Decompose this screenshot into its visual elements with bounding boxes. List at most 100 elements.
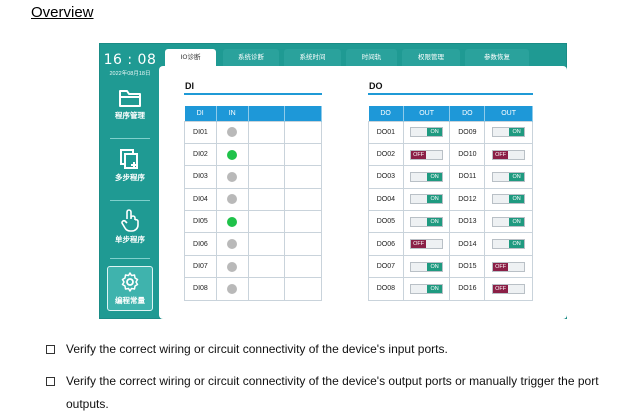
nav-program-management[interactable]: 程序管理 — [100, 88, 160, 121]
output-toggle-switch[interactable]: ON — [410, 127, 444, 138]
di-state-cell — [215, 277, 249, 301]
toggle-state-label: OFF — [493, 150, 509, 159]
nav-programming-constants[interactable]: 编程常量 — [107, 266, 153, 311]
do-port-name: DO05 — [368, 210, 404, 234]
toggle-state-label: ON — [509, 217, 525, 226]
nav-label: 多步程序 — [115, 173, 145, 182]
output-toggle-switch[interactable]: ON — [410, 283, 444, 294]
clock: 16 : 08 — [103, 52, 157, 68]
output-toggle-switch[interactable]: OFF — [410, 149, 444, 160]
do-port-name: DO02 — [368, 142, 404, 167]
nav-single-step[interactable]: 单步程序 — [100, 208, 160, 245]
do-switch-cell: OFF — [402, 232, 451, 256]
tab-parameter-restore[interactable]: 参数恢复 — [465, 49, 529, 66]
do-port-name: DO15 — [449, 254, 486, 279]
do-switch-cell: ON — [402, 165, 451, 189]
do-switch-cell: ON — [402, 210, 451, 234]
toggle-state-label: ON — [509, 195, 525, 204]
do-switch-cell: ON — [484, 232, 533, 256]
output-toggle-switch[interactable]: ON — [410, 261, 444, 272]
do-port-name: DO04 — [368, 187, 404, 212]
empty-cell — [284, 165, 322, 189]
output-toggle-switch[interactable]: ON — [492, 239, 526, 250]
output-toggle-switch[interactable]: ON — [410, 194, 444, 205]
do-col-header: DO — [368, 106, 404, 121]
toggle-state-label: ON — [427, 195, 443, 204]
toggle-state-label: OFF — [493, 262, 509, 271]
nav-label: 编程常量 — [115, 296, 145, 305]
output-toggle-switch[interactable]: OFF — [410, 239, 444, 250]
empty-cell — [247, 254, 286, 279]
tab-system-diagnosis[interactable]: 系统诊断 — [223, 49, 279, 66]
output-toggle-switch[interactable]: ON — [492, 171, 526, 182]
empty-cell — [247, 277, 286, 301]
output-toggle-switch[interactable]: OFF — [492, 283, 526, 294]
toggle-state-label: ON — [427, 262, 443, 271]
empty-cell — [247, 232, 286, 256]
device-screen: 16 : 08 2022年08月18日 程序管理 多步程序 单步程序 — [99, 43, 567, 319]
tab-system-time[interactable]: 系统时间 — [284, 49, 341, 66]
do-switch-cell: OFF — [484, 254, 533, 279]
empty-cell — [284, 277, 322, 301]
empty-cell — [247, 187, 286, 212]
output-toggle-switch[interactable]: ON — [492, 216, 526, 227]
di-port-name: DI07 — [184, 254, 217, 279]
output-toggle-switch[interactable]: ON — [410, 171, 444, 182]
toggle-state-label: ON — [427, 172, 443, 181]
status-led-icon — [227, 283, 238, 294]
tab-time-track[interactable]: 时间轨 — [346, 49, 397, 66]
tab-permission[interactable]: 权限管理 — [402, 49, 460, 66]
toggle-state-label: OFF — [411, 150, 427, 159]
date: 2022年08月18日 — [109, 71, 151, 77]
do-port-name: DO16 — [449, 277, 486, 301]
di-state-cell — [215, 210, 249, 234]
nav-multi-step[interactable]: 多步程序 — [100, 148, 160, 183]
do-switch-cell: OFF — [484, 142, 533, 167]
status-led-icon — [227, 171, 238, 182]
do-port-name: DO09 — [449, 120, 486, 144]
hand-pointer-icon — [121, 209, 139, 232]
di-state-cell — [215, 187, 249, 212]
di-row: DI03 — [184, 165, 322, 189]
toggle-state-label: OFF — [493, 284, 509, 293]
output-toggle-switch[interactable]: ON — [492, 127, 526, 138]
do-port-name: DO03 — [368, 165, 404, 189]
do-row: DO08 ON DO16 OFF — [368, 277, 533, 301]
output-toggle-switch[interactable]: OFF — [492, 261, 526, 272]
do-switch-cell: OFF — [484, 277, 533, 301]
di-state-cell — [215, 120, 249, 144]
do-switch-cell: ON — [484, 120, 533, 144]
empty-cell — [247, 210, 286, 234]
empty-cell — [247, 165, 286, 189]
di-row: DI06 — [184, 232, 322, 256]
di-port-name: DI02 — [184, 142, 217, 167]
do-port-name: DO11 — [449, 165, 486, 189]
do-switch-cell: ON — [484, 165, 533, 189]
di-row: DI04 — [184, 187, 322, 212]
do-switch-cell: ON — [402, 277, 451, 301]
di-port-name: DI06 — [184, 232, 217, 256]
do-port-name: DO10 — [449, 142, 486, 167]
sidebar: 16 : 08 2022年08月18日 程序管理 多步程序 单步程序 — [100, 44, 160, 320]
do-port-name: DO08 — [368, 277, 404, 301]
do-switch-cell: ON — [484, 187, 533, 212]
output-toggle-switch[interactable]: OFF — [492, 149, 526, 160]
di-row: DI01 — [184, 120, 322, 144]
toggle-state-label: ON — [427, 217, 443, 226]
output-toggle-switch[interactable]: ON — [410, 216, 444, 227]
do-switch-cell: OFF — [402, 142, 451, 167]
do-col-header: DO — [449, 106, 486, 121]
empty-cell — [284, 187, 322, 212]
tab-io-diagnosis[interactable]: IO诊断 — [165, 49, 216, 67]
output-toggle-switch[interactable]: ON — [492, 194, 526, 205]
toggle-state-label: ON — [509, 240, 525, 249]
nav-label: 程序管理 — [115, 111, 145, 120]
do-port-name: DO06 — [368, 232, 404, 256]
out-col-header: OUT — [484, 106, 533, 121]
status-led-icon — [227, 239, 238, 250]
folder-icon — [119, 90, 141, 107]
di-port-name: DI05 — [184, 210, 217, 234]
